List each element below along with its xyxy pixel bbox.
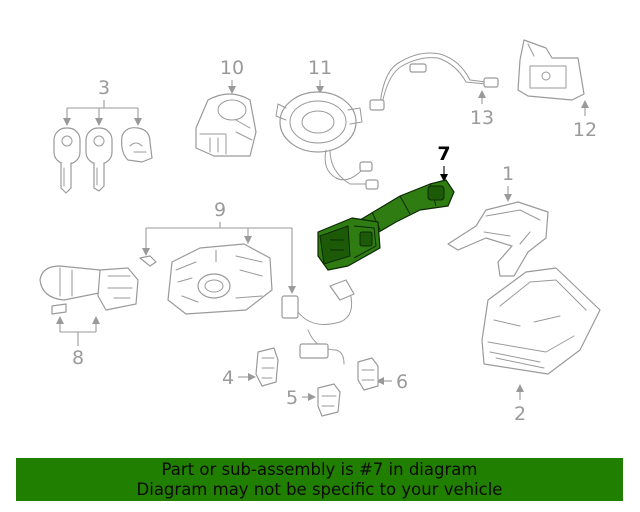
callout-2: 2 [514,403,526,425]
callout-8: 8 [72,347,84,369]
callout-6: 6 [396,371,408,393]
callout-5: 5 [286,387,298,409]
part-11-clock-spring[interactable]: 11 [275,57,379,190]
callout-1: 1 [502,163,514,185]
part-8-wiper-switch[interactable]: 8 [39,265,139,369]
part-13-harness[interactable]: 13 [369,52,499,129]
callout-3: 3 [98,77,110,99]
callout-4: 4 [222,367,234,389]
part-4-switch[interactable]: 4 [222,347,279,389]
part-10-sensor[interactable]: 10 [195,57,257,157]
callout-10: 10 [220,57,244,79]
callout-11: 11 [308,57,332,79]
part-1-upper-cover[interactable]: 1 [447,163,549,277]
part-3-keys[interactable]: 3 [53,77,153,194]
callout-7: 7 [437,143,450,165]
part-5-module[interactable]: 5 [286,383,341,417]
callout-13: 13 [470,107,494,129]
parts-diagram: 3 10 11 13 [39,39,601,425]
info-banner: Part or sub-assembly is #7 in diagram Di… [16,458,623,501]
part-2-lower-cover[interactable]: 2 [481,267,601,425]
callout-12: 12 [573,119,597,141]
banner-line-2: Diagram may not be specific to your vehi… [136,480,503,499]
part-7-turn-signal-switch[interactable]: 7 [317,143,455,271]
banner-line-1: Part or sub-assembly is #7 in diagram [161,460,478,479]
callout-9: 9 [214,199,226,221]
part-6-switch[interactable]: 6 [357,357,408,393]
part-9-switch-assembly[interactable]: 9 [139,199,355,365]
part-12-bracket[interactable]: 12 [517,39,597,141]
